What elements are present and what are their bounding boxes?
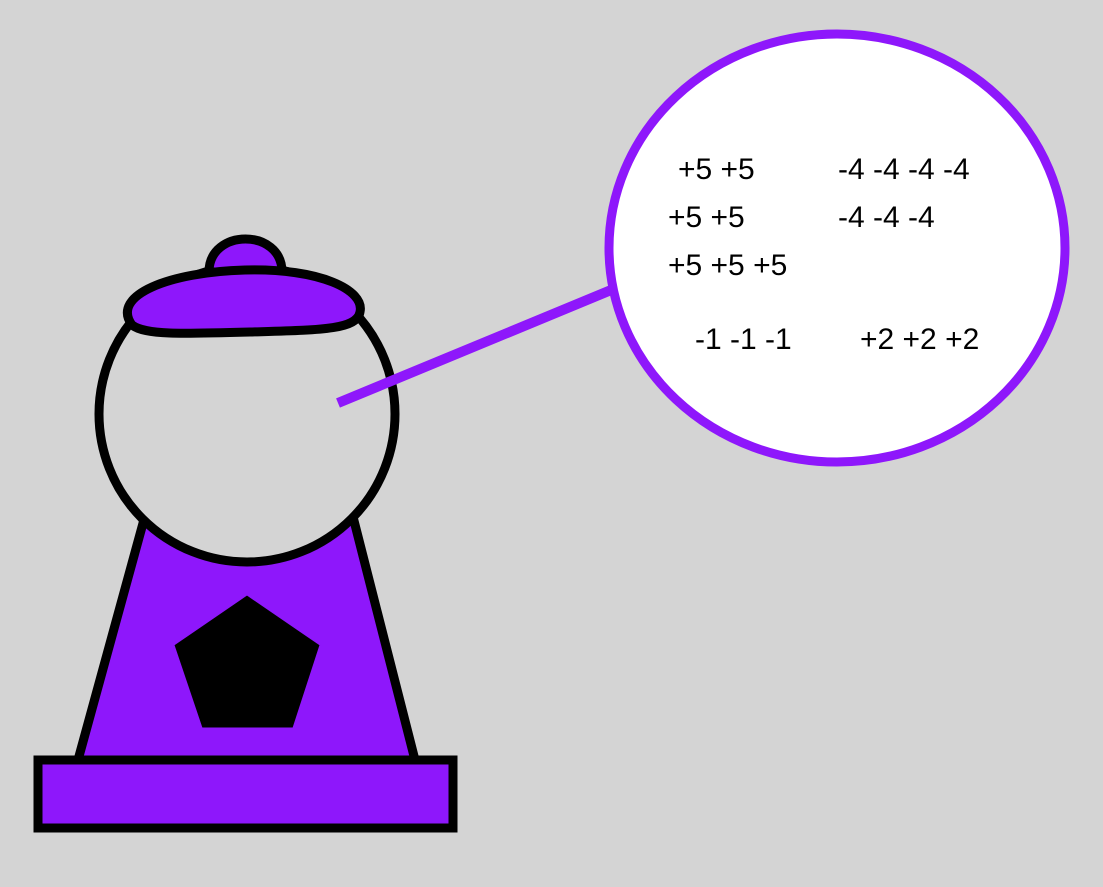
lid-knob xyxy=(204,234,287,277)
callout-pointer xyxy=(336,278,630,408)
machine-base xyxy=(33,755,458,833)
bubble-row-4-right: +2 +2 +2 xyxy=(860,323,980,356)
bubble-row-3-left: +5 +5 +5 xyxy=(668,249,788,282)
bubble-row-4-left: -1 -1 -1 xyxy=(695,323,792,356)
machine-lid xyxy=(122,265,365,338)
bubble-row-2-right: -4 -4 -4 xyxy=(838,201,935,234)
bubble-row-1-right: -4 -4 -4 -4 xyxy=(838,153,970,186)
callout-bubble xyxy=(604,29,1070,467)
bubble-row-1-left: +5 +5 xyxy=(678,153,755,186)
bubble-row-2-left: +5 +5 xyxy=(668,201,745,234)
pentagon-coin-slot-icon xyxy=(173,594,321,729)
